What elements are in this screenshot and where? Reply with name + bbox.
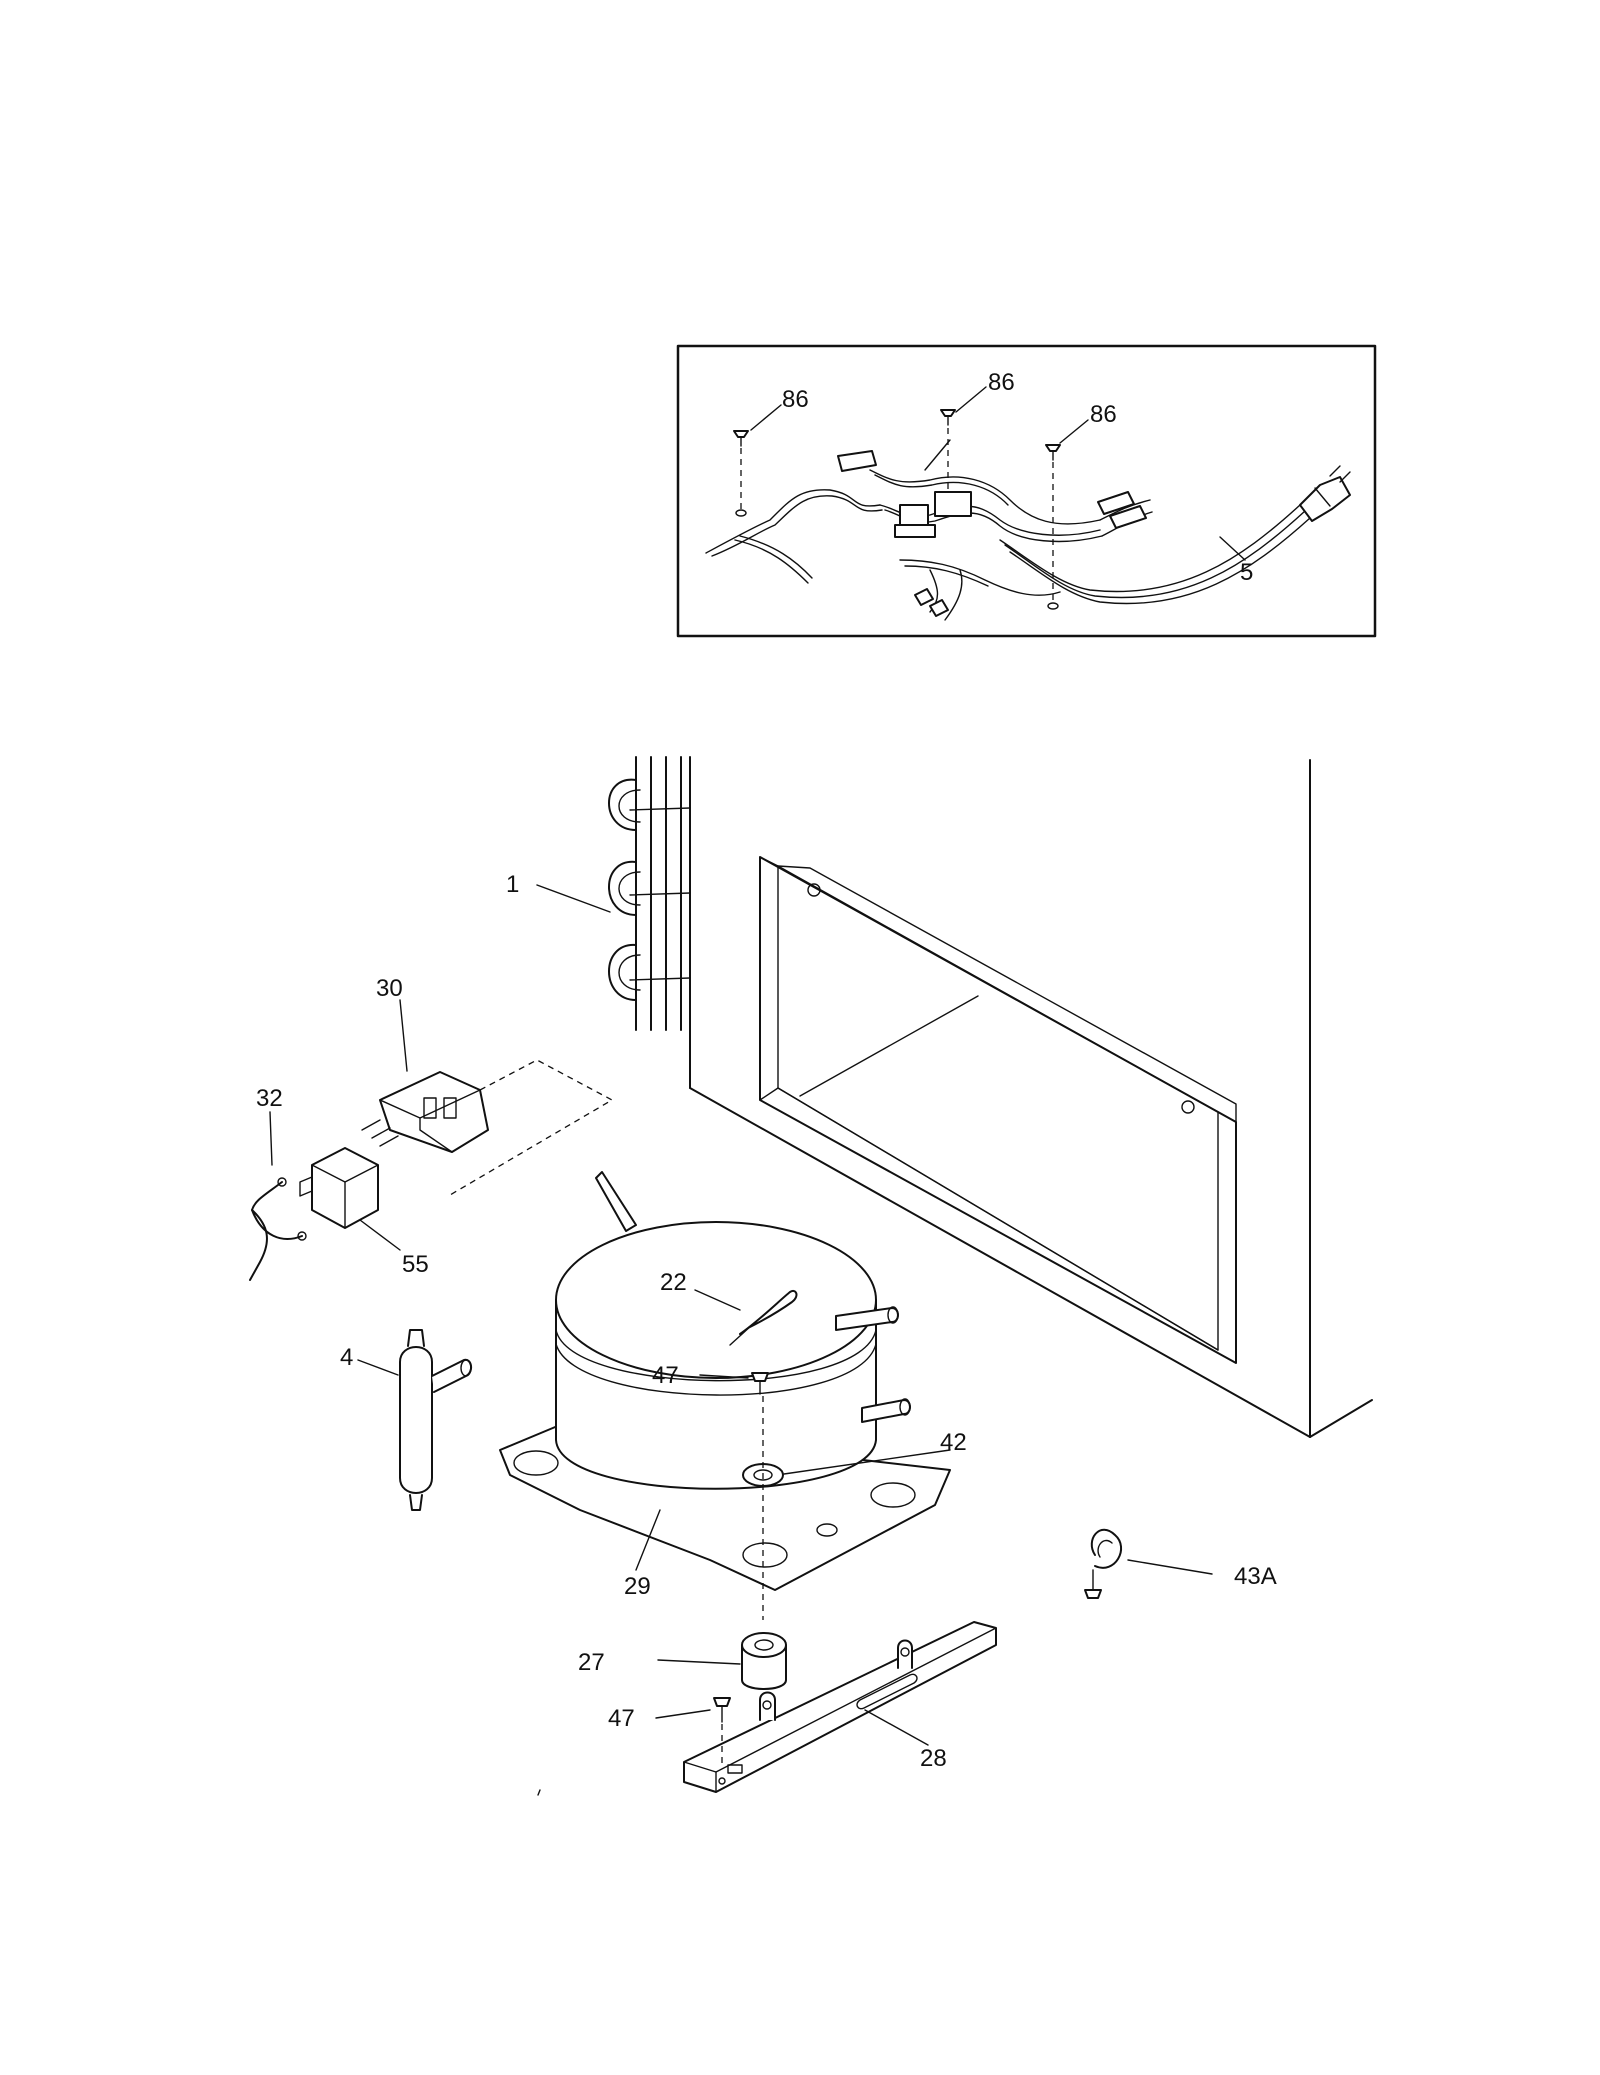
callout-55: 55: [402, 1251, 429, 1278]
callout-47-lower: 47: [608, 1705, 635, 1732]
screw-86-middle: [940, 409, 956, 498]
callout-86-right: 86: [1090, 401, 1117, 428]
callout-5: 5: [1240, 559, 1253, 586]
screw-86-right: [1045, 444, 1061, 605]
callout-86-left: 86: [782, 386, 809, 413]
compressor: [499, 1171, 951, 1620]
callout-32: 32: [256, 1085, 283, 1112]
callout-43a: 43A: [1234, 1563, 1277, 1590]
overload-protector: [299, 1147, 401, 1251]
mounting-bracket: [683, 1621, 997, 1793]
filter-drier: [357, 1329, 472, 1511]
callout-29: 29: [624, 1573, 651, 1600]
callout-47-top: 47: [652, 1362, 679, 1389]
screw-47-lower: [655, 1697, 731, 1768]
wiring-harness-inset: [676, 344, 1377, 638]
callout-1: 1: [506, 871, 519, 898]
callout-86-middle: 86: [988, 369, 1015, 396]
callout-27: 27: [578, 1649, 605, 1676]
screw-86-left: [733, 430, 749, 512]
cabinet-outline: [689, 756, 1373, 1438]
harness-connector-block: [735, 450, 1147, 617]
tube-clamp: [1084, 1528, 1213, 1599]
callout-4: 4: [340, 1344, 353, 1371]
callout-30: 30: [376, 975, 403, 1002]
stray-mark: [537, 1789, 541, 1796]
jumper-wire: [249, 1111, 307, 1281]
callout-42: 42: [940, 1429, 967, 1456]
wire-harness: [705, 439, 1311, 621]
callout-28: 28: [920, 1745, 947, 1772]
condenser-coil: [536, 756, 691, 1031]
grommet: [657, 1632, 787, 1690]
relay-assembly: [361, 999, 614, 1196]
callout-22: 22: [660, 1269, 687, 1296]
power-cord-plug: [1299, 465, 1351, 522]
